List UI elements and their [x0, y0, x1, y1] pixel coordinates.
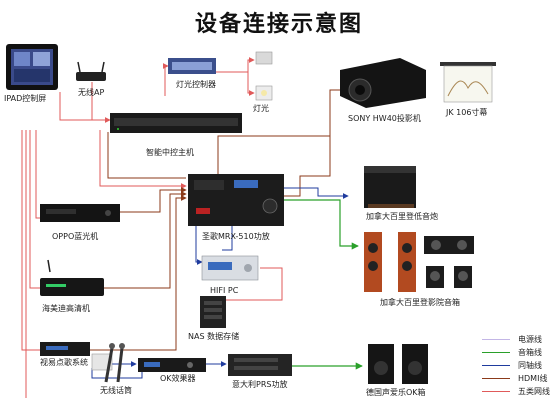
ipad-device [6, 44, 58, 90]
nas-device [200, 296, 226, 328]
hdmi-wires [90, 87, 353, 351]
legend-swatch [482, 365, 510, 366]
light-label: 灯光 [253, 104, 269, 113]
legend-label: 同轴线 [518, 361, 542, 370]
legend-swatch [482, 352, 510, 353]
hifi-pc-label: HIFI PC [210, 286, 239, 295]
hifi-pc-device [201, 255, 259, 281]
ok-effects-device [138, 358, 206, 372]
network-wires [21, 57, 283, 398]
legend-label: 五类网线 [518, 387, 550, 396]
theater-speakers-device [364, 232, 474, 292]
ok-effects-label: OK效果器 [160, 374, 196, 383]
light-controller-label: 灯光控制器 [176, 80, 216, 89]
legend-label: 电源线 [518, 335, 542, 344]
diagram-title: 设备连接示意图 [194, 12, 363, 37]
ok-speakers-device [368, 344, 428, 384]
legend-swatch [482, 391, 510, 392]
oppo-player-device [40, 204, 120, 222]
speaker-wires [284, 199, 363, 370]
wireless-ap-device [76, 61, 106, 81]
prs-amp-device [228, 354, 292, 376]
central-host-label: 智能中控主机 [146, 148, 194, 157]
subwoofer-device [364, 166, 416, 208]
light-controller-device [168, 58, 216, 74]
ok-speakers-label: 德国声爱乐OK箱 [366, 388, 426, 397]
wireless-ap-label: 无线AP [78, 88, 105, 97]
hd-player-device [40, 259, 104, 296]
theater-speakers-label: 加拿大百里登影院音箱 [380, 298, 460, 307]
wireless-mic-device [104, 343, 125, 383]
projector-device [340, 58, 426, 108]
light-device [255, 51, 273, 101]
wireless-mic-label: 无线话筒 [100, 386, 132, 395]
amplifier-label: 圣歌MRX-510功放 [202, 232, 270, 241]
subwoofer-label: 加拿大百里登低音炮 [366, 212, 438, 221]
karaoke-system-label: 视易点歌系统 [40, 358, 88, 367]
projector-label: SONY HW40投影机 [348, 114, 421, 123]
legend-label: 音箱线 [518, 348, 542, 357]
legend-swatch [482, 378, 510, 379]
oppo-label: OPPO蓝光机 [52, 232, 99, 241]
legend-item: 音箱线 [482, 347, 558, 359]
legend-item: HDMI线 [482, 373, 558, 385]
nas-label: NAS 数据存储 [188, 332, 240, 341]
legend-item: 电源线 [482, 334, 558, 346]
amplifier-device [188, 174, 284, 226]
legend-swatch [482, 339, 510, 340]
karaoke-system-device [40, 342, 113, 371]
projection-screen-device [440, 62, 496, 103]
legend-label: HDMI线 [518, 374, 548, 383]
legend-item: 同轴线 [482, 360, 558, 372]
screen-label: JK 106寸幕 [446, 108, 488, 117]
prs-amp-label: 意大利PRS功放 [232, 380, 288, 389]
central-host-device [110, 113, 242, 133]
ipad-label: IPAD控制屏 [4, 94, 47, 103]
hd-player-label: 海美迪高清机 [42, 304, 90, 313]
legend-item: 五类网线 [482, 386, 558, 398]
